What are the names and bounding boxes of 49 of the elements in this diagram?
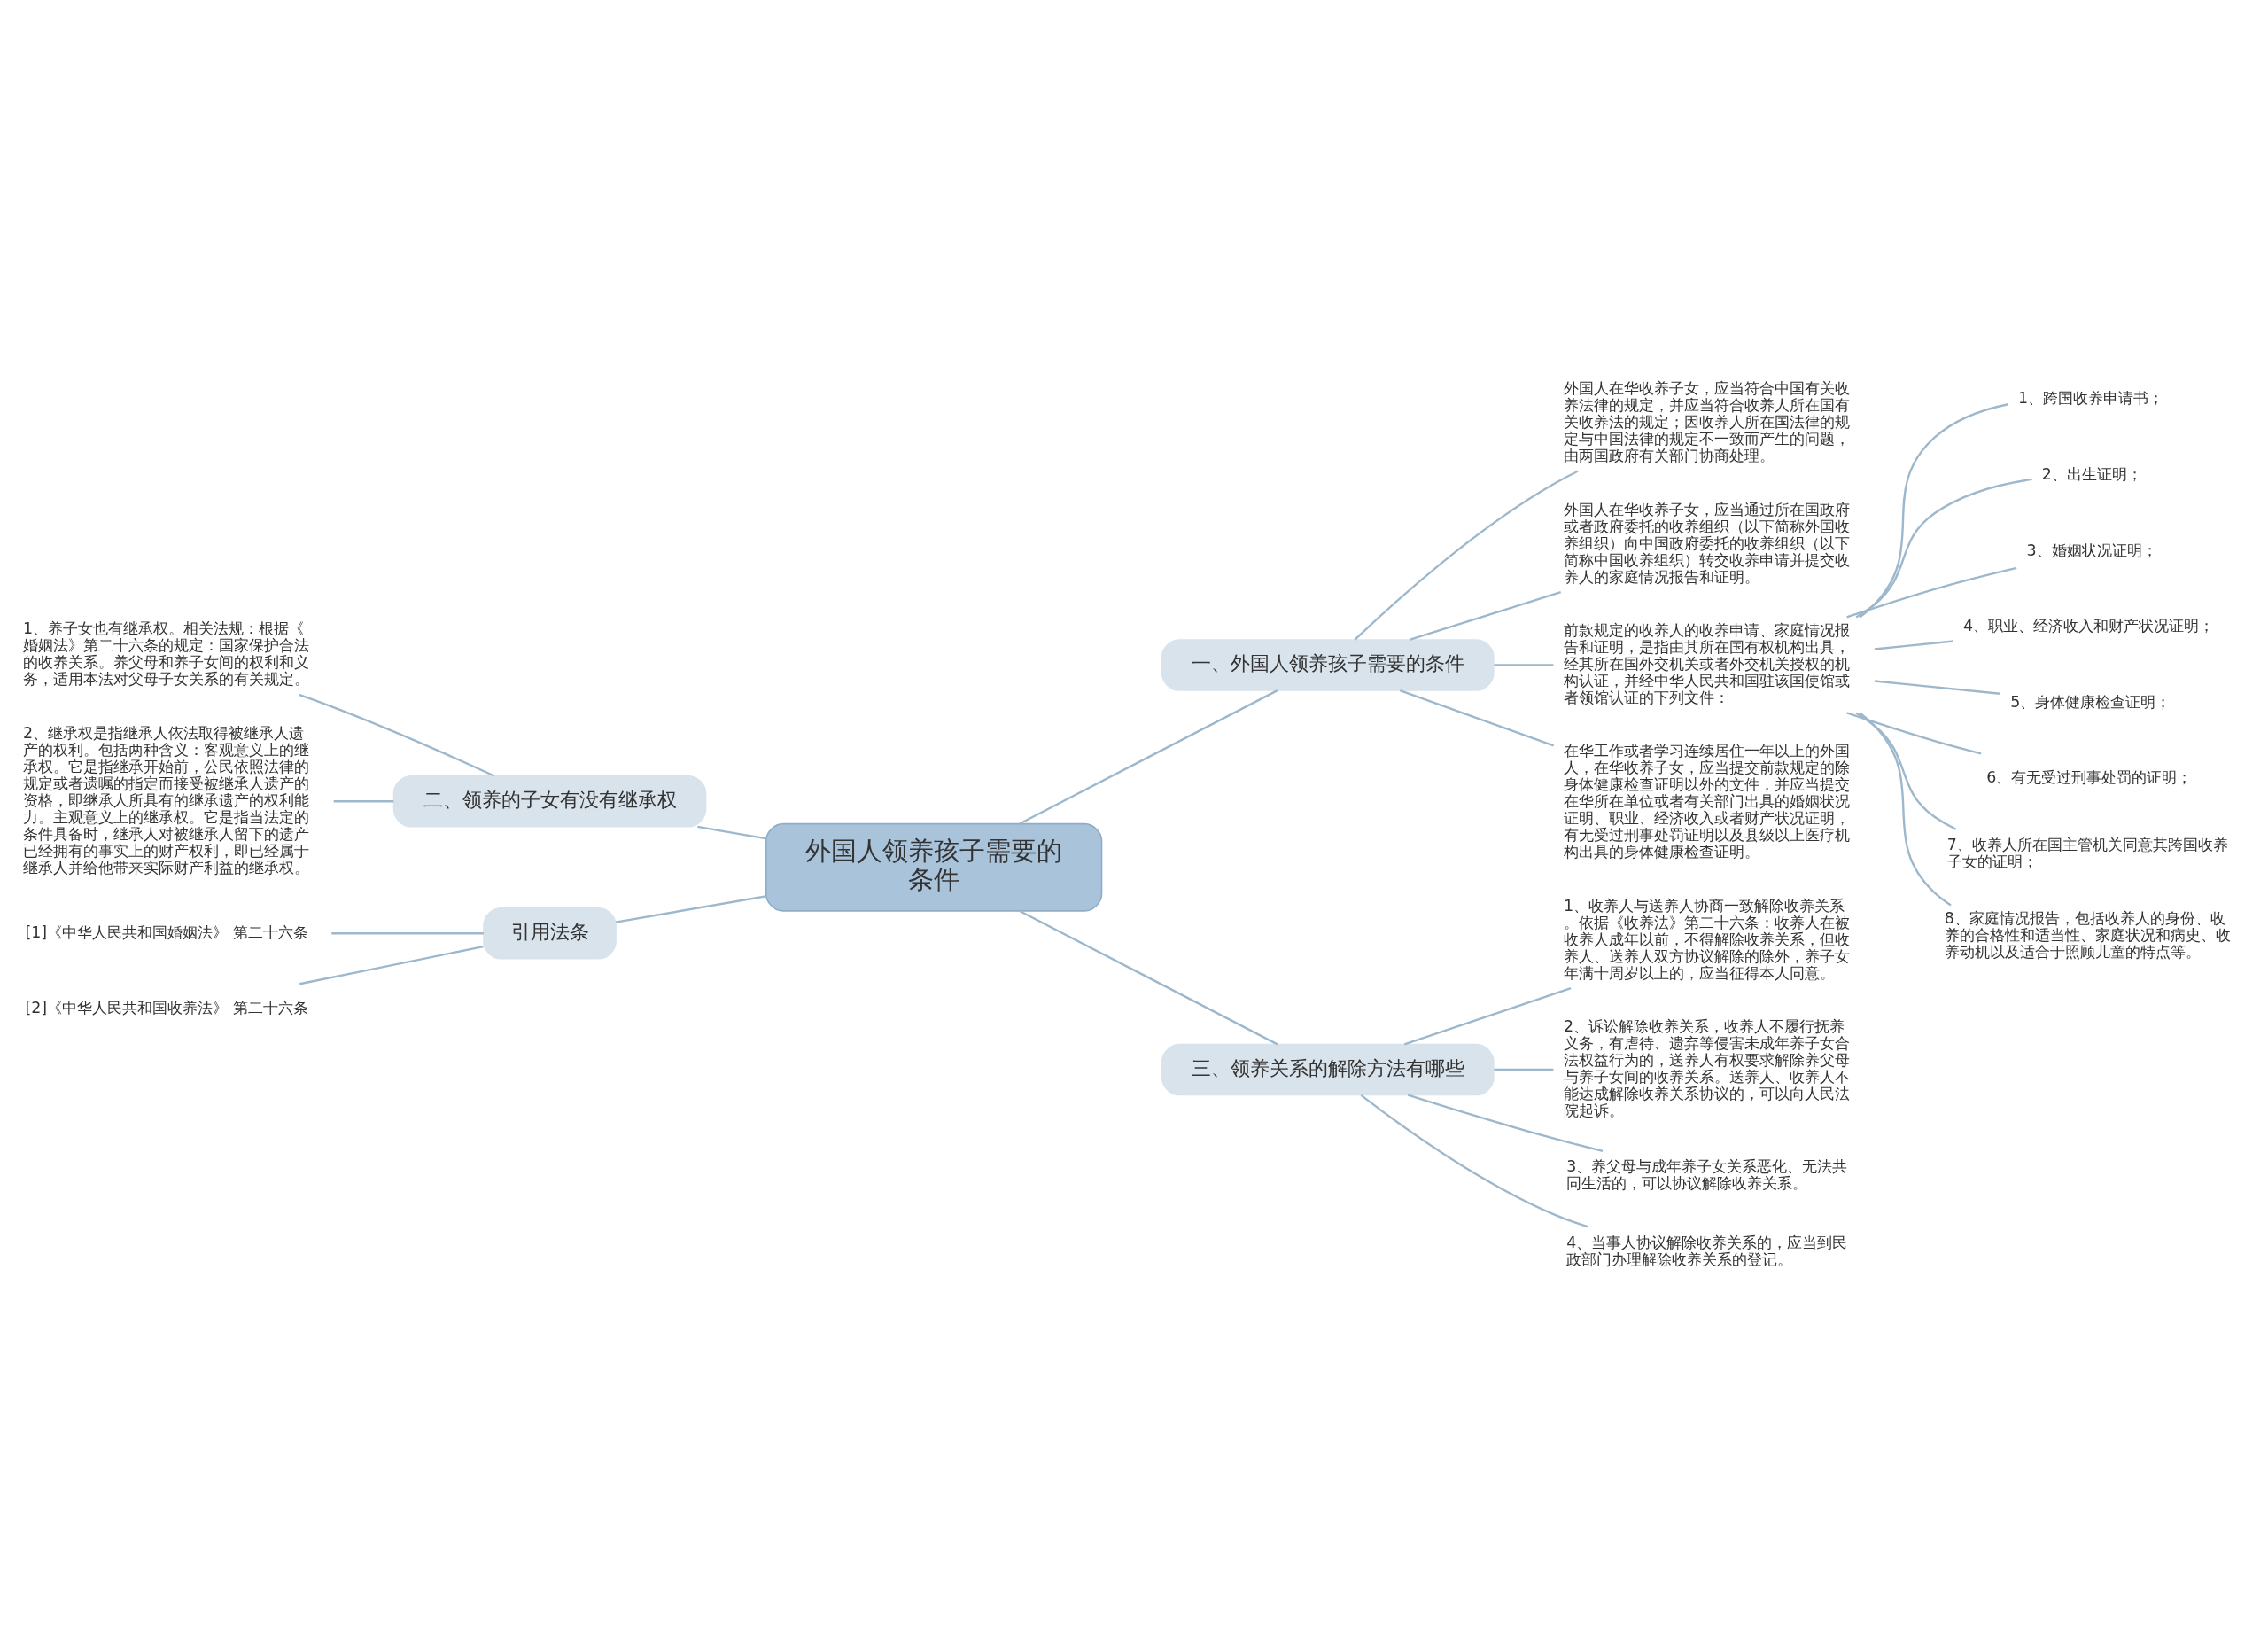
connector xyxy=(1855,711,1957,830)
node-text: 1、收养人与送养人协商一致解除收养关系。依据《收养法》第二十六条：收养人在被收养人成年以前，不得解除收养关系，但收养人、送养人双方协议解除的除外，养子女年满十周岁以上的，应当征得本人同意。 xyxy=(1564,896,1851,982)
connector xyxy=(1407,1094,1604,1152)
connector xyxy=(1846,711,1982,754)
node-box: 引用法条 xyxy=(483,907,617,960)
connector xyxy=(1859,712,1952,906)
connector xyxy=(1019,909,1278,1045)
connector xyxy=(697,825,766,839)
node-text: 外国人在华收养子女，应当符合中国有关收养法律的规定，并应当符合收养人所在国有关收养法的规定；因收养人所在国法律的规定与中国法律的规定不一致而产生的问题，由两国政府有关部门协商处理。 xyxy=(1564,378,1851,464)
node-text: 3、养父母与成年养子女关系恶化、无法共同生活的，可以协议解除收养关系。 xyxy=(1566,1156,1848,1192)
node-text: 4、当事人协议解除收养关系的，应当到民政部门办理解除收养关系的登记。 xyxy=(1566,1233,1848,1268)
node-text: 1、养子女也有继承权。相关法规：根据《婚姻法》第二十六条的规定：国家保护合法的收养关系。养父母和养子女间的权利和义务，适用本法对父母子女关系的有关规定。 xyxy=(23,619,310,688)
connector xyxy=(1846,566,2017,619)
node-box: 一、外国人领养孩子需要的条件 xyxy=(1161,638,1495,691)
node-text: [1]《中华人民共和国婚姻法》 第二十六条 xyxy=(25,923,308,941)
connector xyxy=(1494,1068,1554,1071)
node-text: 6、有无受过刑事处罚的证明； xyxy=(1986,767,2193,786)
node-text: 在华工作或者学习连续居住一年以上的外国人，在华收养子女，应当提交前款规定的除身体健康检查证明以外的文件，并应当提交在华所在单位或者有关部门出具的婚姻状况证明、职业、经济收入或者财产状况证明，有无受过刑事处罚证明以及县级以上医疗机构出具的身体健康检查证明。 xyxy=(1564,741,1851,861)
connector xyxy=(1403,986,1572,1046)
connector xyxy=(1494,663,1554,666)
connector xyxy=(1855,478,2032,619)
node-box: 外国人领养孩子需要的条件 xyxy=(765,822,1103,912)
connector xyxy=(1360,1094,1589,1228)
node-text: 1、跨国收养申请书； xyxy=(2017,388,2164,407)
connector xyxy=(331,931,484,934)
node-text: 5、身体健康检查证明； xyxy=(2010,692,2171,711)
node-box: 三、领养关系的解除方法有哪些 xyxy=(1161,1043,1495,1095)
connector xyxy=(1354,470,1579,641)
node-text: 2、出生证明； xyxy=(2041,464,2142,483)
connector xyxy=(615,894,766,923)
connector xyxy=(1019,689,1278,825)
node-text: 4、职业、经济收入和财产状况证明； xyxy=(1963,616,2215,635)
connector xyxy=(1874,639,1954,650)
connector xyxy=(333,799,394,802)
node-text: 前款规定的收养人的收养申请、家庭情况报告和证明，是指由其所在国有权机构出具，经其所在国外交机关或者外交机关授权的机构认证，并经中华人民共和国驻该国使馆或者领馆认证的下列文件： xyxy=(1564,620,1851,706)
connector xyxy=(1399,689,1555,747)
connector xyxy=(1859,402,2008,618)
node-box: 二、领养的子女有没有继承权 xyxy=(392,775,707,828)
connector xyxy=(299,693,495,777)
connector xyxy=(299,945,484,985)
node-text: 外国人在华收养子女，应当通过所在国政府或者政府委托的收养组织（以下简称外国收养组织）向中国政府委托的收养组织（以下简称中国收养组织）转交收养申请并提交收养人的家庭情况报告和证明。 xyxy=(1564,500,1851,586)
node-text: 8、家庭情况报告，包括收养人的身份、收养的合格性和适当性、家庭状况和病史、收养动机以及适合于照顾儿童的特点等。 xyxy=(1944,908,2231,961)
node-text: 2、继承权是指继承人依法取得被继承人遗产的权利。包括两种含义：客观意义上的继承权。它是指继承开始前，公民依照法律的规定或者遗嘱的指定而接受被继承人遗产的资格，即继承人所具有的继承遗产的权利能力。主观意义上的继承权。它是指当法定的条件具备时，继承人对被继承人留下的遗产已经拥有的事实上的财产权利，即已经属于继承人并给他带来实际财产利益的继承权。 xyxy=(23,723,310,876)
node-text: [2]《中华人民共和国收养法》 第二十六条 xyxy=(25,998,308,1016)
node-text: 7、收养人所在国主管机关同意其跨国收养子女的证明； xyxy=(1946,835,2228,870)
connector xyxy=(1874,679,2000,695)
connector xyxy=(1409,590,1561,641)
node-text: 2、诉讼解除收养关系，收养人不履行抚养义务，有虐待、遗弃等侵害未成年养子女合法权益行为的，送养人有权要求解除养父母与养子女间的收养关系。送养人、收养人不能达成解除收养关系协议的，可以向人民法院起诉。 xyxy=(1564,1016,1851,1119)
node-text: 3、婚姻状况证明； xyxy=(2026,541,2157,559)
